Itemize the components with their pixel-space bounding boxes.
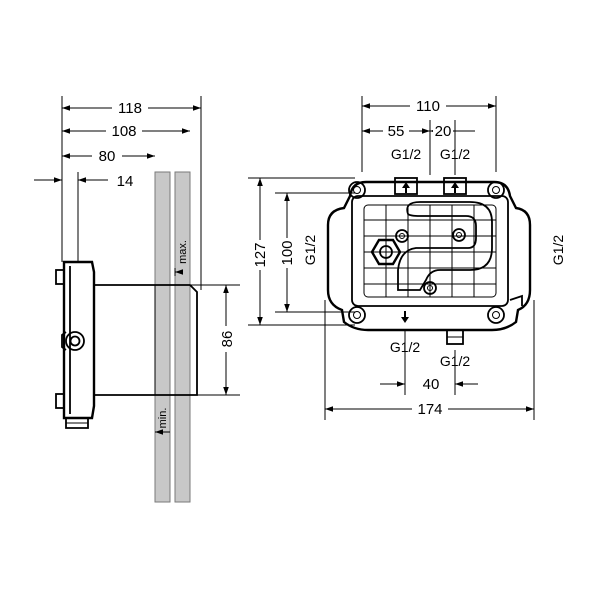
dim-label-bg xyxy=(92,147,122,163)
dim-label-bg xyxy=(410,97,446,113)
dim-86-label: 86 xyxy=(219,331,236,348)
dim-100-label: 100 xyxy=(279,240,296,265)
thread-bottom-right: G1/2 xyxy=(440,353,471,369)
dim-110-label: 110 xyxy=(416,98,440,115)
dim-127-label: 127 xyxy=(252,242,269,267)
max-label: max. xyxy=(177,240,189,264)
box-side-outline xyxy=(62,260,96,420)
dim-label-bg xyxy=(112,99,148,115)
wall-panel-front xyxy=(154,171,171,503)
dim-label-bg xyxy=(218,326,234,352)
thread-top-left: G1/2 xyxy=(391,146,422,162)
dim-14-label: 14 xyxy=(117,173,134,190)
side-view: 118 108 80 14 86 max. min. xyxy=(34,96,240,503)
dim-40-label: 40 xyxy=(423,376,440,393)
dim-label-bg xyxy=(278,238,296,268)
mount-hole-bottom-left xyxy=(348,306,366,324)
port-tab-top-right xyxy=(443,177,467,195)
inner-grid-cage xyxy=(363,204,497,298)
thread-top-right: G1/2 xyxy=(440,146,471,162)
dim-label-bg xyxy=(383,122,409,138)
dim-label-bg xyxy=(418,375,444,391)
dim-108-label: 108 xyxy=(111,123,136,140)
side-port-inner xyxy=(69,335,81,347)
dim-label-bg xyxy=(433,122,453,138)
dim-174-label: 174 xyxy=(417,401,442,418)
dim-label-bg xyxy=(412,400,448,416)
hex-fitting-icon xyxy=(370,238,402,266)
boss-left xyxy=(395,229,409,243)
boss-right-inner xyxy=(456,232,462,238)
boss-right xyxy=(452,228,466,242)
flow-arrow-up-icon xyxy=(451,182,459,193)
box-sleeve xyxy=(94,284,198,396)
dim-80-label: 80 xyxy=(99,148,116,165)
flow-arrow-down-icon xyxy=(401,311,409,323)
hex-fitting-bore xyxy=(379,245,393,259)
side-port-housing xyxy=(61,331,67,351)
flow-channel xyxy=(397,201,493,291)
front-view: 110 55 20 G1/2 G1/2 127 100 G1/2 G1/2 xyxy=(248,96,566,420)
flow-arrow-up-icon xyxy=(402,182,410,193)
housing-inner xyxy=(351,195,509,307)
thread-left: G1/2 xyxy=(302,235,318,266)
mount-lug-bottom xyxy=(55,393,65,409)
mount-hole-top-right xyxy=(487,181,505,199)
dim-20-label: 20 xyxy=(435,123,452,140)
port-tab-top-left xyxy=(394,177,418,195)
dim-label-bg xyxy=(106,122,142,138)
side-port-outer xyxy=(65,331,85,351)
boss-bottom xyxy=(423,281,437,295)
dim-118-label: 118 xyxy=(118,100,142,117)
dim-label-bg xyxy=(251,240,269,270)
dim-55-label: 55 xyxy=(388,123,405,140)
side-bracket xyxy=(509,294,523,306)
boss-bottom-inner xyxy=(427,285,433,291)
mount-hole-bottom-right xyxy=(487,306,505,324)
wall-panel-back xyxy=(174,171,191,503)
boss-left-inner xyxy=(399,233,405,239)
thread-right: G1/2 xyxy=(550,235,566,266)
thread-bottom-left: G1/2 xyxy=(390,339,421,355)
mount-hole-top-left xyxy=(348,181,366,199)
min-label: min. xyxy=(157,408,169,429)
mount-lug-top xyxy=(55,269,65,285)
